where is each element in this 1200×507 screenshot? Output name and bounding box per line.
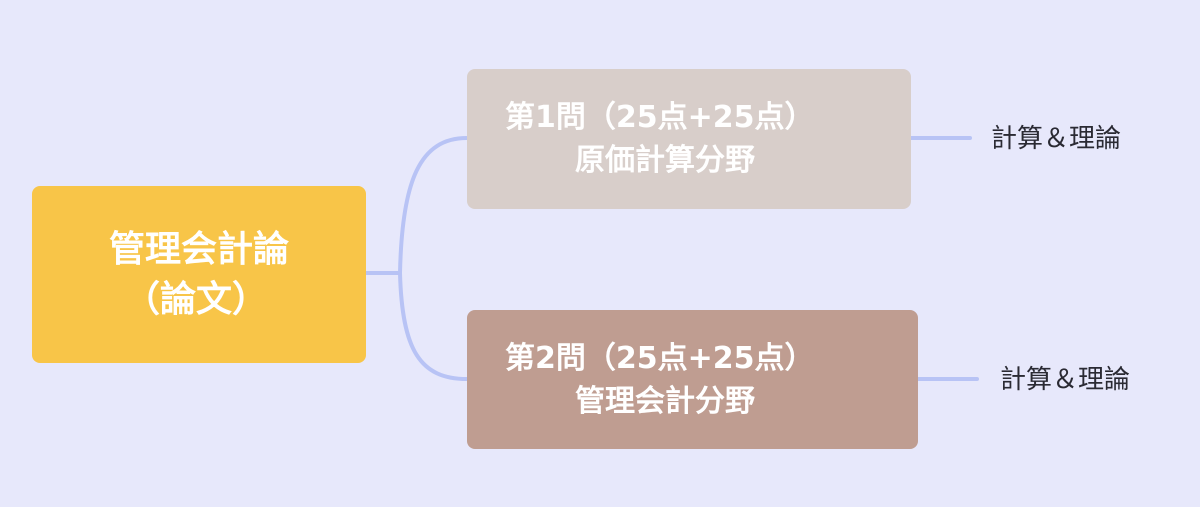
root-title: 管理会計論 [108, 228, 289, 270]
branch-2-subtitle: 管理会計分野 [575, 383, 755, 419]
branch-2-title: 第2問（25点+25点） [505, 340, 815, 376]
root-node[interactable]: 管理会計論 （論文） [32, 186, 366, 363]
leaf-node-question-2[interactable]: 計算＆理論 [1000, 365, 1131, 395]
branch-node-question-2[interactable]: 第2問（25点+25点） 管理会計分野 [467, 310, 918, 449]
root-subtitle: （論文） [123, 278, 268, 320]
root-to-branch-1-connector [364, 136, 469, 275]
root-to-branch-2-connector [398, 271, 469, 381]
branch-1-title: 第1問（25点+25点） [505, 100, 815, 135]
branch-node-question-1[interactable]: 第1問（25点+25点） 原価計算分野 [467, 69, 911, 209]
branch-1-subtitle: 原価計算分野 [575, 143, 755, 178]
leaf-node-question-1[interactable]: 計算＆理論 [991, 124, 1122, 154]
